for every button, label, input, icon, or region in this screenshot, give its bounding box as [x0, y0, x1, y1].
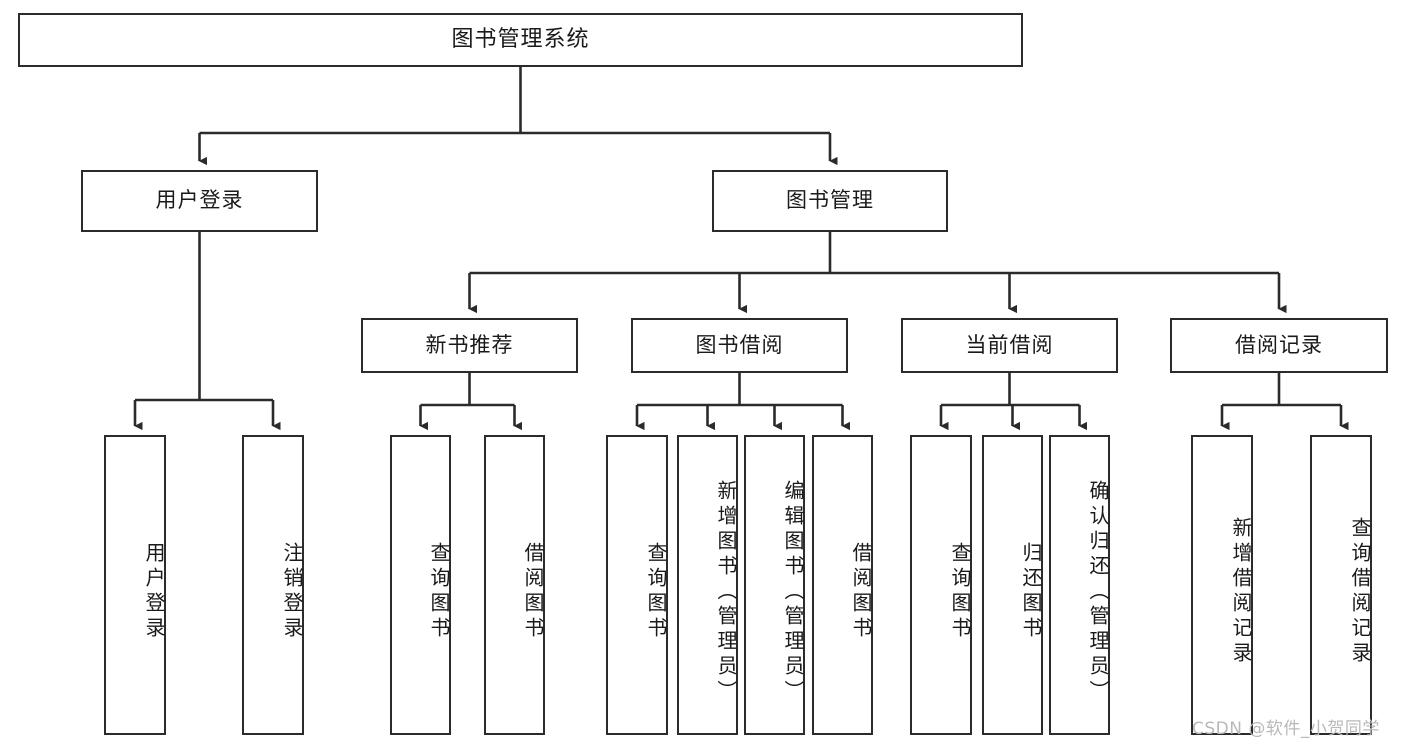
node-leaf-return-book[interactable]: 归还图书: [982, 435, 1043, 735]
node-leaf-confirm-return-admin-label: 确认归还（管理员）: [1086, 479, 1110, 705]
node-leaf-query-borrow-record-label: 查询借阅记录: [1348, 517, 1372, 667]
node-leaf-add-book-admin-label: 新增图书（管理员）: [714, 479, 738, 705]
node-leaf-query-book-cur-label: 查询图书: [948, 542, 972, 642]
node-leaf-logout-label: 注销登录: [280, 542, 304, 642]
node-root-label: 图书管理系统: [451, 26, 590, 52]
node-user-login[interactable]: 用户登录: [81, 170, 318, 232]
node-leaf-return-book-label: 归还图书: [1019, 542, 1043, 642]
node-current-borrow-label: 当前借阅: [965, 332, 1054, 357]
node-borrow-record[interactable]: 借阅记录: [1170, 318, 1388, 373]
node-leaf-query-book-cur[interactable]: 查询图书: [910, 435, 972, 735]
node-leaf-borrow-book-rec-label: 借阅图书: [521, 542, 545, 642]
node-current-borrow[interactable]: 当前借阅: [901, 318, 1118, 373]
node-leaf-query-borrow-record[interactable]: 查询借阅记录: [1310, 435, 1372, 735]
node-borrow-record-label: 借阅记录: [1235, 332, 1323, 357]
node-root[interactable]: 图书管理系统: [18, 13, 1023, 67]
node-leaf-borrow-book[interactable]: 借阅图书: [812, 435, 873, 735]
node-leaf-query-book-rec-label: 查询图书: [427, 542, 451, 642]
node-new-book-recommend-label: 新书推荐: [425, 332, 514, 357]
node-leaf-add-book-admin[interactable]: 新增图书（管理员）: [677, 435, 738, 735]
node-leaf-query-book-borrow[interactable]: 查询图书: [606, 435, 668, 735]
node-user-login-label: 用户登录: [155, 188, 244, 213]
node-leaf-borrow-book-rec[interactable]: 借阅图书: [484, 435, 545, 735]
node-leaf-query-book-rec[interactable]: 查询图书: [390, 435, 451, 735]
node-leaf-user-login[interactable]: 用户登录: [104, 435, 166, 735]
node-new-book-recommend[interactable]: 新书推荐: [361, 318, 578, 373]
node-book-manage-label: 图书管理: [786, 188, 874, 213]
node-leaf-add-borrow-record-label: 新增借阅记录: [1229, 517, 1253, 667]
node-leaf-add-borrow-record[interactable]: 新增借阅记录: [1191, 435, 1253, 735]
node-leaf-borrow-book-label: 借阅图书: [849, 542, 873, 642]
node-leaf-edit-book-admin-label: 编辑图书（管理员）: [781, 479, 805, 705]
csdn-watermark: CSDN @软件_小贺同学: [1192, 719, 1380, 739]
node-leaf-confirm-return-admin[interactable]: 确认归还（管理员）: [1049, 435, 1110, 735]
node-book-borrow-label: 图书借阅: [695, 332, 784, 357]
node-book-borrow[interactable]: 图书借阅: [631, 318, 848, 373]
node-leaf-logout[interactable]: 注销登录: [242, 435, 304, 735]
node-book-manage[interactable]: 图书管理: [712, 170, 948, 232]
node-leaf-user-login-label: 用户登录: [142, 542, 166, 642]
node-leaf-query-book-borrow-label: 查询图书: [644, 542, 668, 642]
node-leaf-edit-book-admin[interactable]: 编辑图书（管理员）: [744, 435, 805, 735]
